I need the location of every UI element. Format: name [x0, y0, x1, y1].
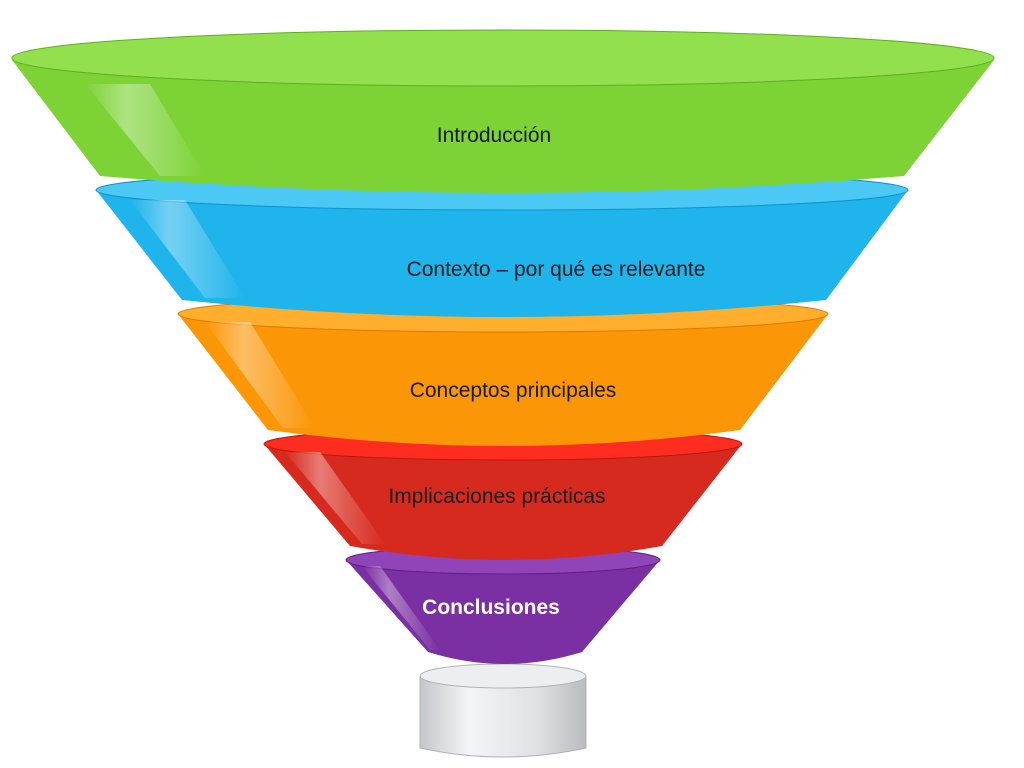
- stage-label-introduccion: Introducción: [436, 124, 552, 147]
- band-conceptos: [178, 314, 828, 446]
- spout-body: [419, 675, 587, 758]
- gloss-implicaciones: [285, 452, 385, 544]
- stage-label-conceptos: Conceptos principales: [409, 379, 617, 402]
- gloss-contexto: [130, 200, 245, 298]
- stage-label-implicaciones: Implicaciones prácticas: [388, 485, 606, 508]
- gloss-introduccion: [85, 84, 205, 176]
- band-implicaciones: [264, 444, 742, 560]
- stage-label-conclusiones: Conclusiones: [422, 596, 560, 619]
- band-introduccion: [12, 60, 994, 193]
- band-contexto: [96, 190, 908, 317]
- funnel-spout: [419, 663, 587, 758]
- rim-introduccion: [11, 29, 995, 87]
- funnel-stage-1: [11, 29, 995, 193]
- gloss-conceptos: [205, 322, 315, 428]
- funnel-stage-3: [177, 295, 829, 446]
- stage-label-contexto: Contexto – por qué es relevante: [406, 258, 706, 281]
- spout-top: [419, 663, 587, 689]
- gloss-conclusiones: [362, 566, 440, 650]
